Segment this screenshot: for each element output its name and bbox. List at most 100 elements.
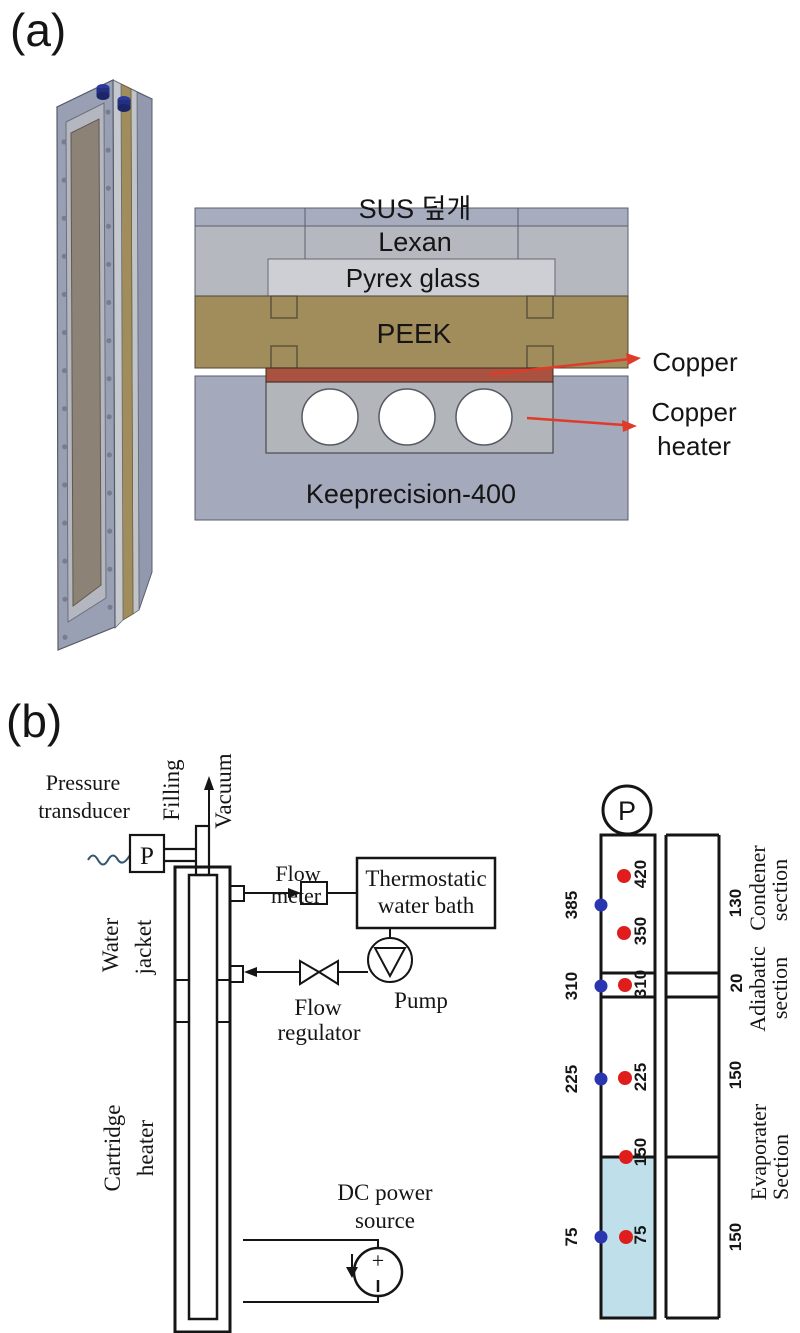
label-peek: PEEK	[377, 318, 452, 349]
pump-symbol	[367, 937, 413, 983]
vacuum-arrowhead-icon	[204, 776, 214, 790]
copper-callout-line	[489, 357, 631, 376]
label-flow-regulator-1: Flow	[294, 995, 342, 1020]
wall-thermocouple-dot	[594, 979, 608, 993]
current-arrowhead-icon	[346, 1267, 358, 1278]
center-position-label: 225	[631, 1063, 650, 1091]
panel-a-label: (a)	[10, 4, 66, 56]
center-thermocouple-dot	[617, 869, 631, 883]
wall-position-label: 225	[562, 1065, 581, 1093]
segment-length-label: 130	[726, 889, 745, 917]
layer-pyrex-glass	[267, 258, 556, 297]
pressure-symbol: P	[140, 843, 154, 870]
label-flow-meter-2: meter	[271, 883, 322, 908]
center-thermocouple-dot	[618, 978, 632, 992]
center-thermocouple-dot	[617, 926, 631, 940]
wall-position-label: 75	[562, 1228, 581, 1247]
pressure-transducer-box	[128, 833, 166, 874]
dc-wire-bottom	[243, 1296, 379, 1303]
bolt-icon	[117, 104, 131, 112]
label-sus-cover: SUS 덮개	[359, 194, 472, 224]
bolt-icon	[96, 92, 110, 100]
outlet-arrowhead-icon	[288, 888, 301, 898]
center-thermocouple-dot	[619, 1230, 633, 1244]
label-base-block: Keeprecision-400	[306, 479, 516, 509]
wall-position-label: 385	[562, 891, 581, 919]
label-dc-power-2: source	[355, 1208, 415, 1233]
layer-peek	[194, 295, 629, 369]
label-copper: Copper	[652, 347, 738, 377]
panel-b-label: (b)	[6, 695, 62, 747]
label-cartridge-heater-2: heater	[133, 1120, 158, 1177]
heater-bore	[378, 388, 436, 446]
assembly-bolt-holes-right	[105, 109, 113, 615]
center-position-label: 75	[631, 1226, 650, 1245]
label-pressure-transducer-1: Pressure	[46, 770, 121, 795]
assembly-window-glass	[70, 118, 102, 607]
peek-notch	[526, 295, 554, 319]
center-thermocouple-dot	[619, 1150, 633, 1164]
section-label-condenser-2: section	[767, 859, 792, 921]
label-cartridge-heater-1: Cartridge	[100, 1105, 125, 1192]
center-thermocouple-dot	[618, 1071, 632, 1085]
water-bath-box	[355, 856, 497, 930]
label-pump: Pump	[394, 988, 448, 1013]
segment-length-label: 150	[726, 1223, 745, 1251]
copper-callout-arrowhead-icon	[626, 353, 641, 365]
center-position-label: 420	[631, 860, 650, 888]
label-flow-meter-1: Flow	[275, 861, 320, 886]
jacket-outlet-port	[229, 885, 245, 902]
peek-notch	[270, 295, 298, 319]
transducer-cable	[87, 854, 131, 866]
label-vacuum: Vacuum	[211, 753, 236, 828]
water-jacket-outer	[173, 865, 232, 1333]
label-water-jacket-1: Water	[98, 917, 123, 972]
label-water-bath-2: water bath	[378, 893, 475, 918]
gauge-p-symbol: P	[618, 796, 636, 826]
heater-bore	[455, 388, 513, 446]
label-pressure-transducer-2: transducer	[38, 798, 130, 823]
label-water-jacket-2: jacket	[131, 919, 156, 976]
section-label-adiabatic-1: Adiabatic	[745, 946, 770, 1032]
loop-schematic: Pressure transducer Filling Vacuum P Wat…	[38, 753, 497, 1333]
layer-copper	[265, 367, 554, 383]
center-position-label: 310	[631, 970, 650, 998]
heater-callout-arrowhead-icon	[622, 420, 637, 432]
label-water-bath-1: Thermostatic	[365, 866, 486, 891]
label-copper-heater-1: Copper	[651, 397, 737, 427]
jacket-inlet-port	[229, 965, 244, 983]
segment-length-label: 20	[727, 974, 746, 993]
valve-right-triangle-icon	[317, 959, 339, 986]
assembly-back-block	[136, 91, 153, 611]
heat-pipe-channel	[187, 873, 219, 1321]
label-lexan: Lexan	[378, 227, 452, 257]
label-filling: Filling	[159, 759, 184, 821]
pressure-gauge-symbol	[601, 784, 653, 836]
label-copper-heater-2: heater	[657, 431, 731, 461]
label-flow-regulator-2: regulator	[277, 1020, 360, 1045]
dc-plus-sign: +	[372, 1248, 384, 1273]
section-label-evaporator-2: Section	[768, 1134, 793, 1200]
center-position-label: 150	[631, 1138, 650, 1166]
wall-thermocouple-dot	[594, 1230, 608, 1244]
center-position-label: 350	[631, 917, 650, 945]
heater-bore	[301, 388, 359, 446]
assembly-3d	[55, 79, 154, 651]
wall-position-label: 310	[562, 972, 581, 1000]
wall-thermocouple-dot	[594, 1072, 608, 1086]
label-pyrex-glass: Pyrex glass	[346, 263, 480, 293]
heater-callout-line	[526, 416, 625, 427]
section-label-condenser-1: Condener	[745, 845, 770, 931]
section-label-adiabatic-2: section	[767, 957, 792, 1019]
pump-triangle-icon	[373, 947, 407, 979]
channel-diagram: P 385 310 225 75 420 350 310 225 150 75 …	[562, 784, 793, 1320]
inlet-arrowhead-icon	[244, 967, 257, 977]
dc-wire-top	[243, 1239, 379, 1248]
wall-thermocouple-dot	[594, 898, 608, 912]
cross-section: SUS 덮개 Lexan Pyrex glass PEEK Keeprecisi…	[194, 194, 738, 521]
segment-length-label: 150	[726, 1061, 745, 1089]
label-dc-power-1: DC power	[337, 1180, 433, 1205]
section-label-evaporator-1: Evaporater	[746, 1103, 771, 1200]
